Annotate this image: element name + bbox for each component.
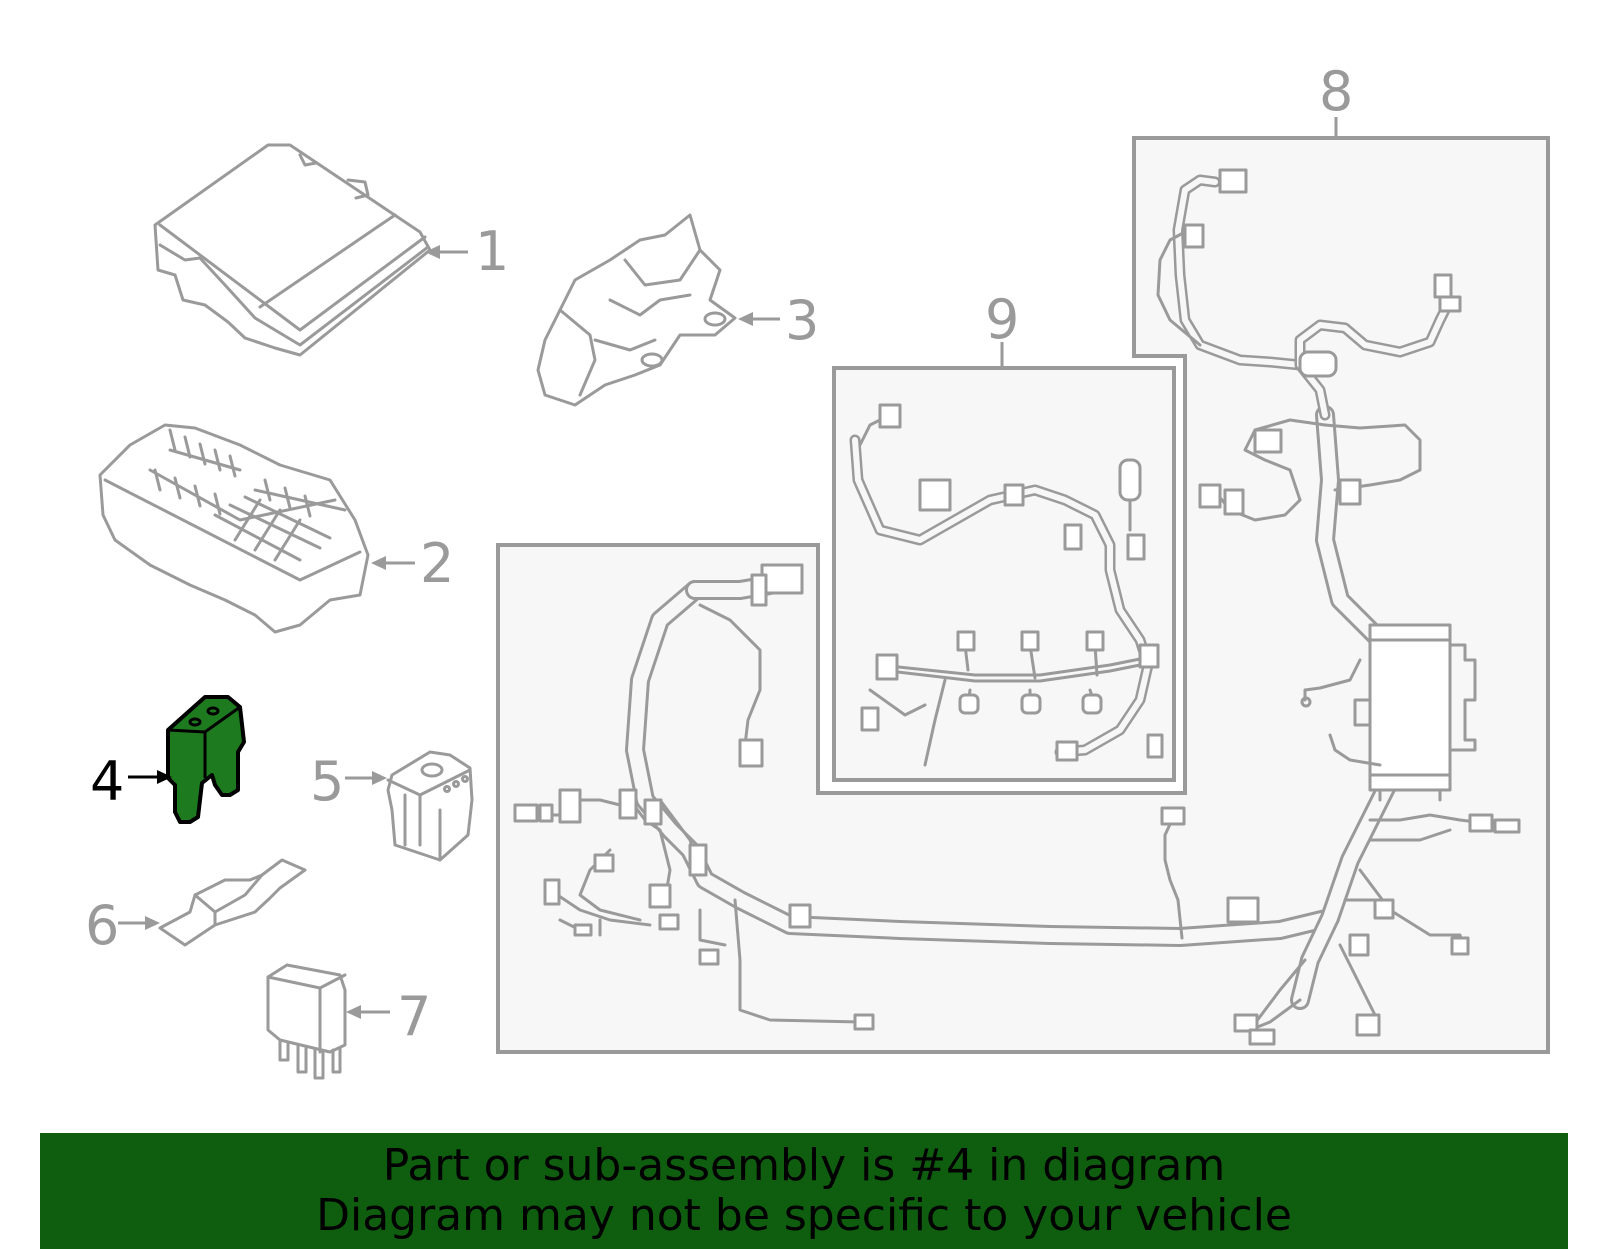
callout-6: 6 (85, 894, 160, 957)
svg-text:7: 7 (397, 985, 431, 1048)
banner-line-1: Part or sub-assembly is #4 in diagram (382, 1140, 1226, 1191)
info-banner: Part or sub-assembly is #4 in diagram Di… (40, 1133, 1568, 1249)
svg-text:4: 4 (90, 750, 124, 813)
callout-9: 9 (985, 288, 1019, 368)
callout-5: 5 (310, 750, 387, 813)
svg-text:1: 1 (475, 220, 509, 283)
callout-3: 3 (738, 289, 819, 352)
callout-1: 1 (425, 220, 509, 283)
part-4-fuse[interactable] (166, 695, 246, 824)
svg-text:9: 9 (985, 288, 1019, 351)
banner-line-2: Diagram may not be specific to your vehi… (316, 1190, 1292, 1241)
callout-7: 7 (346, 985, 431, 1048)
part-7-relay[interactable] (266, 963, 347, 1080)
part-5-relay-cover[interactable] (386, 750, 474, 862)
callout-2: 2 (371, 532, 454, 595)
callout-8: 8 (1319, 60, 1353, 138)
part-8-harness[interactable] (513, 168, 1521, 1046)
harness-9-box (832, 366, 1176, 782)
part-9-harness[interactable] (849, 403, 1164, 767)
part-2-fuse-block[interactable] (98, 423, 370, 634)
callout-4: 4 (90, 750, 172, 813)
part-3-bracket[interactable] (536, 213, 737, 407)
part-1-control-module[interactable] (153, 143, 432, 357)
svg-text:3: 3 (785, 289, 819, 352)
part-6-fuse-link[interactable] (158, 858, 307, 947)
svg-text:2: 2 (420, 532, 454, 595)
svg-text:6: 6 (85, 894, 119, 957)
svg-text:5: 5 (310, 750, 344, 813)
svg-text:8: 8 (1319, 60, 1353, 123)
